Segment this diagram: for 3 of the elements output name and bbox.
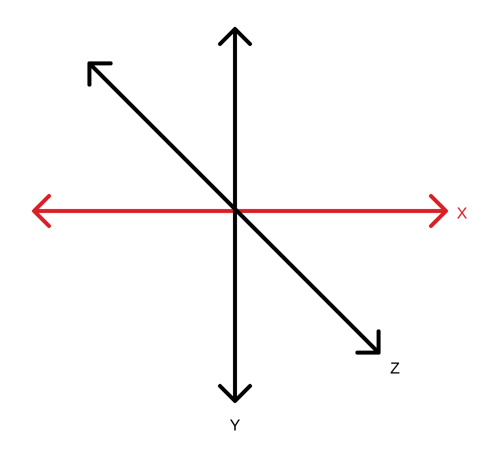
axis-label: Z	[390, 362, 400, 374]
axis-label: X	[457, 208, 467, 218]
axis-label: Y	[230, 420, 240, 430]
